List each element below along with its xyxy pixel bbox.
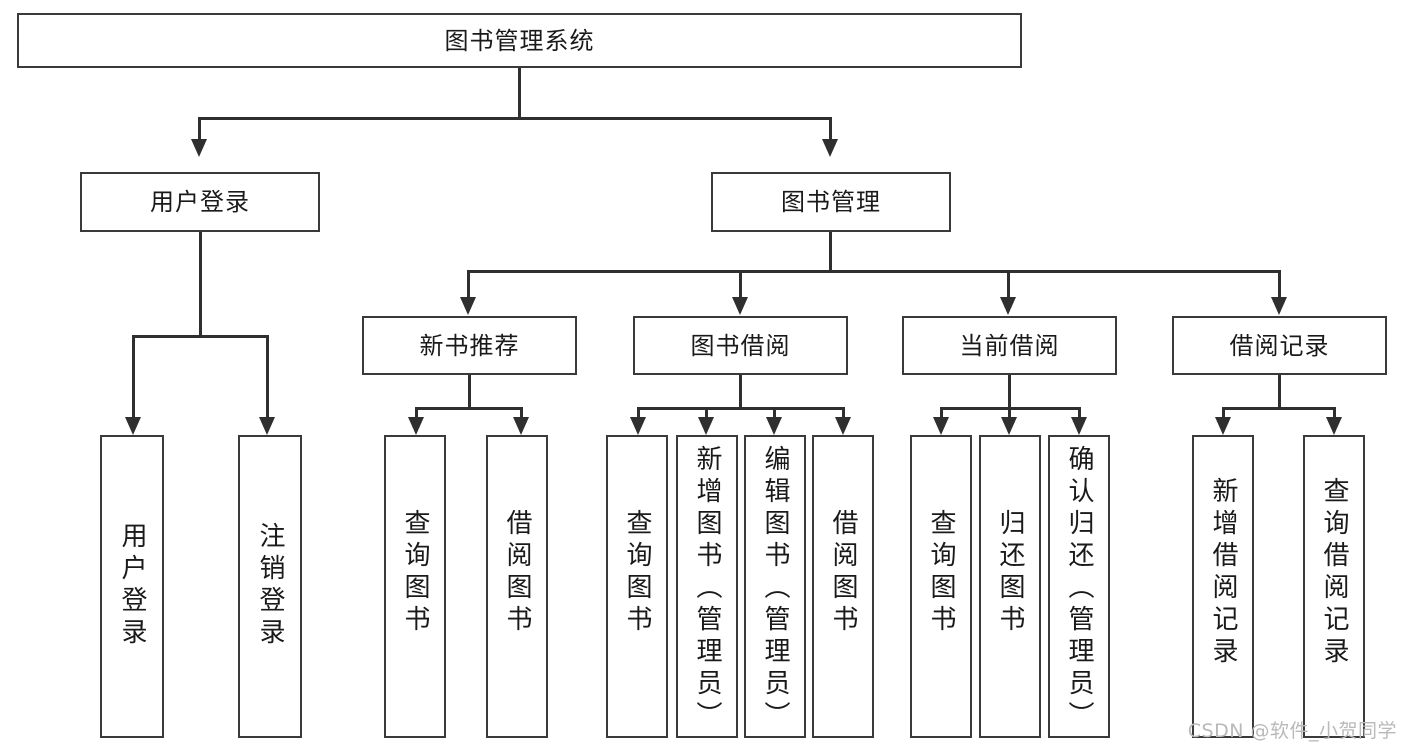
connector-borrow-drop-3 <box>842 407 845 417</box>
node-label: 查询图书 <box>926 509 956 637</box>
connector-level1-drop-1 <box>829 117 832 139</box>
arrowhead-borrow-1 <box>698 417 714 435</box>
node-label: 借阅记录 <box>1229 331 1330 360</box>
node-label: 归还图书 <box>995 509 1025 637</box>
arrowhead-borrow-0 <box>630 417 646 435</box>
connector-recommend-drop-0 <box>415 407 418 417</box>
connector-current-drop-2 <box>1078 407 1081 417</box>
node-label: 新书推荐 <box>419 331 520 360</box>
connector-current-stem <box>1008 375 1011 408</box>
arrowhead-level2-2 <box>1000 297 1016 315</box>
leaf-borrow-query-book[interactable]: 查询图书 <box>606 435 668 738</box>
leaf-current-query-book[interactable]: 查询图书 <box>910 435 972 738</box>
connector-root-stem <box>518 68 521 117</box>
connector-borrow-stem <box>739 375 742 408</box>
node-label: 用户登录 <box>150 188 250 216</box>
node-label: 借阅图书 <box>502 509 532 637</box>
arrowhead-recommend-0 <box>408 417 424 435</box>
arrowhead-level2-3 <box>1271 297 1287 315</box>
arrowhead-level1-1 <box>822 139 838 157</box>
arrowhead-borrow-3 <box>835 417 851 435</box>
arrowhead-user-login-1 <box>259 417 275 435</box>
connector-current-drop-0 <box>940 407 943 417</box>
node-label: 新增借阅记录 <box>1208 477 1238 669</box>
arrowhead-current-0 <box>933 417 949 435</box>
arrowhead-records-0 <box>1215 417 1231 435</box>
connector-recommend-bus <box>415 407 523 410</box>
leaf-borrow-add-book-admin[interactable]: 新增图书（管理员） <box>676 435 738 738</box>
node-current-borrow[interactable]: 当前借阅 <box>902 316 1117 375</box>
node-label: 借阅图书 <box>828 509 858 637</box>
leaf-user-login-login[interactable]: 用户登录 <box>100 435 164 738</box>
node-label: 查询借阅记录 <box>1319 477 1349 669</box>
connector-borrow-drop-0 <box>637 407 640 417</box>
leaf-recommend-query-book[interactable]: 查询图书 <box>384 435 446 738</box>
node-label: 图书借阅 <box>690 331 791 360</box>
arrowhead-records-1 <box>1326 417 1342 435</box>
connector-recommend-drop-1 <box>520 407 523 417</box>
arrowhead-current-2 <box>1071 417 1087 435</box>
node-new-book-recommend[interactable]: 新书推荐 <box>362 316 577 375</box>
connector-level2-bus <box>467 270 1281 273</box>
connector-records-stem <box>1278 375 1281 408</box>
leaf-records-add-record[interactable]: 新增借阅记录 <box>1192 435 1254 738</box>
connector-user-login-bus <box>132 335 269 338</box>
connector-level2-drop-0 <box>467 270 470 297</box>
node-root-book-management-system[interactable]: 图书管理系统 <box>17 13 1022 68</box>
node-label: 查询图书 <box>400 509 430 637</box>
connector-level1-bus <box>198 117 832 120</box>
leaf-user-login-logout[interactable]: 注销登录 <box>238 435 302 738</box>
connector-level1-drop-0 <box>198 117 201 139</box>
connector-records-drop-0 <box>1222 407 1225 417</box>
leaf-borrow-borrow-book[interactable]: 借阅图书 <box>812 435 874 738</box>
node-label: 编辑图书（管理员） <box>760 445 790 733</box>
node-label: 查询图书 <box>622 509 652 637</box>
node-book-management[interactable]: 图书管理 <box>711 172 951 232</box>
leaf-borrow-edit-book-admin[interactable]: 编辑图书（管理员） <box>744 435 806 738</box>
node-label: 当前借阅 <box>959 331 1060 360</box>
arrowhead-level1-0 <box>191 139 207 157</box>
node-label: 注销登录 <box>255 522 285 650</box>
connector-current-drop-1 <box>1008 407 1011 417</box>
node-user-login[interactable]: 用户登录 <box>80 172 320 232</box>
arrowhead-borrow-2 <box>766 417 782 435</box>
connector-recommend-stem <box>468 375 471 408</box>
connector-borrow-drop-2 <box>773 407 776 417</box>
connector-borrow-drop-1 <box>705 407 708 417</box>
connector-records-bus <box>1222 407 1336 410</box>
arrowhead-level2-0 <box>460 297 476 315</box>
leaf-current-confirm-return-admin[interactable]: 确认归还（管理员） <box>1048 435 1110 738</box>
arrowhead-current-1 <box>1001 417 1017 435</box>
connector-level2-drop-3 <box>1278 270 1281 297</box>
connector-book-mgmt-stem <box>829 232 832 271</box>
arrowhead-level2-1 <box>732 297 748 315</box>
node-book-borrow[interactable]: 图书借阅 <box>633 316 848 375</box>
connector-level2-drop-2 <box>1007 270 1010 297</box>
node-label: 用户登录 <box>117 522 147 650</box>
connector-user-login-drop-1 <box>266 335 269 417</box>
connector-records-drop-1 <box>1333 407 1336 417</box>
node-label: 图书管理 <box>781 188 881 216</box>
node-label: 确认归还（管理员） <box>1064 445 1094 733</box>
node-label: 新增图书（管理员） <box>692 445 722 733</box>
node-label: 图书管理系统 <box>444 26 595 55</box>
arrowhead-recommend-1 <box>513 417 529 435</box>
connector-borrow-bus <box>637 407 845 410</box>
connector-user-login-drop-0 <box>132 335 135 417</box>
leaf-current-return-book[interactable]: 归还图书 <box>979 435 1041 738</box>
leaf-recommend-borrow-book[interactable]: 借阅图书 <box>486 435 548 738</box>
node-borrow-records[interactable]: 借阅记录 <box>1172 316 1387 375</box>
watermark-text: CSDN @软件_小贺同学 <box>1187 720 1397 742</box>
arrowhead-user-login-0 <box>125 417 141 435</box>
leaf-records-query-record[interactable]: 查询借阅记录 <box>1303 435 1365 738</box>
connector-level2-drop-1 <box>739 270 742 297</box>
connector-user-login-stem <box>199 232 202 335</box>
